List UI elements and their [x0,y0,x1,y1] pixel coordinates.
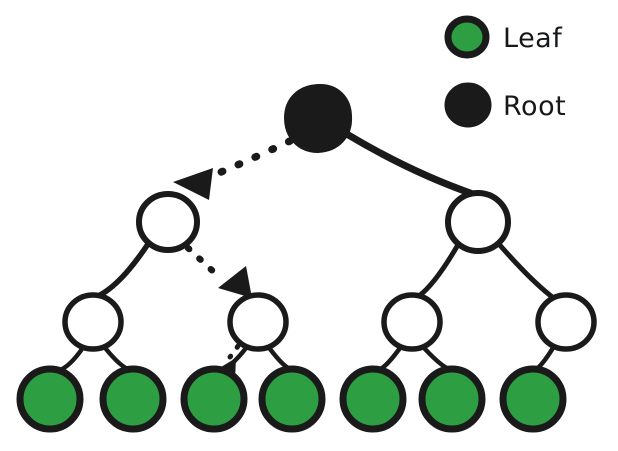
edge-right-to-rightleft [416,240,462,299]
edge-rightleft-to-leaf5 [376,345,403,373]
legend: Leaf Root [444,15,566,128]
arrowhead-root-to-left [173,168,213,200]
legend-root-swatch-icon [444,82,492,128]
arrow-left-to-lright-line [184,244,220,278]
leaf-node-7[interactable] [499,365,567,433]
node-level3-4[interactable] [535,292,597,352]
arrow-root-to-left-line [203,137,294,182]
node-level3-2[interactable] [227,292,289,352]
node-level2-left[interactable] [136,191,200,253]
edge-group-solid [57,129,558,373]
edge-right-to-rightright [495,240,558,302]
node-level3-1[interactable] [62,292,124,352]
arrowhead-left-to-lright [218,266,252,298]
node-level2-right[interactable] [445,190,511,254]
arrow-to-leaf3-line [227,343,241,360]
traversal-arrow-group [184,137,294,360]
node-root[interactable] [283,83,353,154]
edge-root-to-right [341,129,477,198]
legend-leaf-label: Leaf [503,23,563,54]
node-level3-3[interactable] [381,292,443,352]
legend-root-label: Root [503,91,566,122]
leaf-node-3[interactable] [180,365,248,433]
leaf-node-6[interactable] [418,365,486,433]
leaf-node-2[interactable] [99,365,167,433]
edge-leftleft-to-leaf2 [103,346,131,372]
edge-rightleft-to-leaf6 [422,346,452,372]
legend-item-leaf[interactable]: Leaf [444,15,563,59]
legend-leaf-swatch-icon [444,15,490,59]
leaf-node-5[interactable] [339,365,407,433]
legend-item-root[interactable]: Root [444,82,566,128]
leaf-node-1[interactable] [16,365,84,433]
leaf-node-group [16,365,567,433]
root-node-circle[interactable] [283,83,353,154]
edge-leftleft-to-leaf1 [57,346,85,373]
internal-node-group [62,190,597,352]
edge-left-to-leftleft [97,241,151,298]
leaf-node-4[interactable] [258,365,326,433]
